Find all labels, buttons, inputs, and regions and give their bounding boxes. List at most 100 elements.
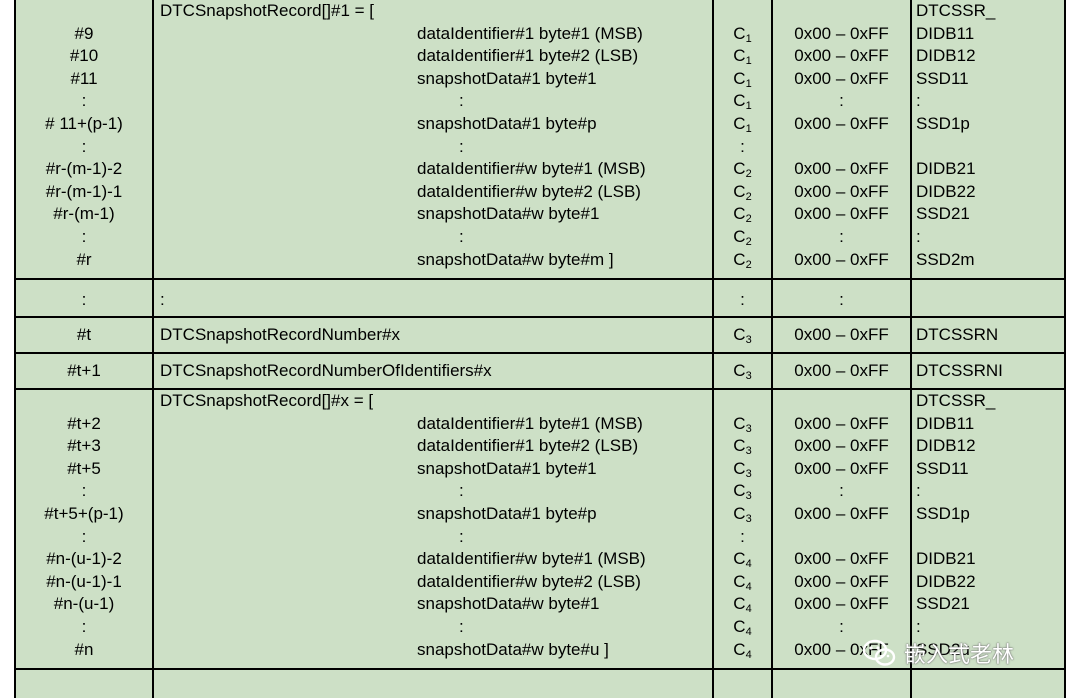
watermark: 嵌入式老林 [862,637,1014,669]
identifier-count-row: #t+1 DTCSnapshotRecordNumberOfIdentifier… [14,352,1066,390]
byte-index: #r-(m-1)-1 [45,181,123,201]
cvt-value: C2 [733,181,752,203]
hex-range: 0x00 – 0xFF [794,46,889,66]
mnemonic: SSD1p [916,113,970,133]
ellipsis-mnemonic [912,280,1064,316]
cvt-value: C4 [733,549,752,571]
hex-range: 0x00 – 0xFF [794,249,889,269]
snapshot-record-block-1: #9#10#11:# 11+(p-1):#r-(m-1)-2#r-(m-1)-1… [14,0,1066,280]
mnemonic: DIDB12 [916,46,976,66]
cvt-value: C3 [733,481,752,503]
byte-index: #11 [70,68,98,88]
mnemonic: DIDB21 [916,549,976,569]
parameter-name: dataIdentifier#w byte#1 (MSB) [417,159,646,179]
hex-range [773,0,910,23]
hex-range: : [839,226,844,246]
parameter-name: : [459,481,464,501]
hex-range [773,526,910,549]
cvt-value: C1 [733,23,752,45]
mnemonic: SSD2u [916,639,970,659]
cvt-value: C1 [733,68,752,90]
byte-index: #n-(u-1)-1 [46,571,122,591]
cvt-value: C3 [733,503,752,525]
cvt-value: C2 [733,159,752,181]
identifier-count-index: #t+1 [67,361,101,380]
byte-index: #r-(m-1)-2 [45,159,123,179]
mnemonic: SSD2m [916,249,975,269]
record-number-mnemonic: DTCSSRN [916,325,999,344]
cvt-value: C2 [733,226,752,248]
index-column: #t+2#t+3#t+5:#t+5+(p-1):#n-(u-1)-2#n-(u-… [14,388,154,670]
parameter-name: snapshotData#w byte#1 [417,594,600,614]
byte-index [16,390,152,413]
cvt-value: C4 [733,616,752,638]
cvt-value: C1 [733,91,752,113]
mnemonic: SSD1p [916,503,970,523]
wechat-icon [862,639,896,666]
identifier-count-range: 0x00 – 0xFF [794,361,889,380]
byte-index: : [81,616,87,636]
byte-index [16,0,152,23]
mnemonic: : [916,91,921,111]
byte-index: : [81,481,87,501]
identifier-count-name: DTCSnapshotRecordNumberOfIdentifiers#x [160,361,492,380]
parameter-name: snapshotData#w byte#u ] [417,639,609,659]
cvt-value: C3 [733,413,752,435]
byte-index: #t+5 [67,458,101,478]
hex-range [773,390,910,413]
cvt-value: C3 [733,436,752,458]
parameter-name: snapshotData#1 byte#1 [417,458,597,478]
parameter-name: snapshotData#w byte#1 [417,204,600,224]
cvt-value: : [740,526,745,546]
byte-index: #r [76,249,92,269]
byte-index: #t+5+(p-1) [44,503,124,523]
mnemonic: SSD11 [916,68,969,88]
parameter-name: : [459,91,464,111]
record-number-range: 0x00 – 0xFF [794,325,889,344]
cvt-value: C2 [733,249,752,271]
hex-range: 0x00 – 0xFF [794,503,889,523]
mnemonic: SSD21 [916,204,970,224]
byte-index: #10 [69,46,99,66]
byte-index: #r-(m-1) [53,204,115,224]
parameter-name: DTCSnapshotRecord[]#x = [ [160,391,374,410]
parameter-name-column: DTCSnapshotRecord[]#1 = [dataIdentifier#… [152,0,714,280]
hex-range: 0x00 – 0xFF [794,159,889,179]
parameter-name: dataIdentifier#1 byte#2 (LSB) [417,46,639,66]
mnemonic [912,526,1064,549]
cvt-value: : [740,136,745,156]
byte-index: # 11+(p-1) [45,113,123,133]
record-number-name: DTCSnapshotRecordNumber#x [160,325,400,344]
cvt-value [714,390,771,413]
cvt-value: C1 [733,46,752,68]
byte-index: #n-(u-1) [53,594,115,614]
byte-index: #t+2 [67,413,101,433]
parameter-name: dataIdentifier#w byte#2 (LSB) [417,571,641,591]
parameter-name: dataIdentifier#1 byte#2 (LSB) [417,436,639,456]
snapshot-record-block-x: #t+2#t+3#t+5:#t+5+(p-1):#n-(u-1)-2#n-(u-… [14,388,1066,670]
snapshot-record-table: #9#10#11:# 11+(p-1):#r-(m-1)-2#r-(m-1)-1… [14,0,1066,698]
cvt-value [714,0,771,23]
hex-range: 0x00 – 0xFF [794,23,889,43]
hex-range: 0x00 – 0xFF [794,204,889,224]
parameter-name: : [459,226,464,246]
cvt-value: C4 [733,639,752,661]
cvt-value: C2 [733,204,752,226]
mnemonic: DIDB21 [916,159,976,179]
record-number-index: #t [76,325,92,344]
cvt-value: C1 [733,113,752,135]
parameter-name: : [459,136,464,156]
parameter-name-column: DTCSnapshotRecord[]#x = [ dataIdentifier#… [152,388,714,670]
hex-range: : [839,91,844,111]
hex-range: 0x00 – 0xFF [794,413,889,433]
ellipsis-row: : : : : [14,278,1066,318]
parameter-name: dataIdentifier#1 byte#1 (MSB) [417,413,643,433]
mnemonic: SSD11 [916,458,969,478]
byte-index: : [81,226,87,246]
mnemonic: DIDB11 [916,23,975,43]
